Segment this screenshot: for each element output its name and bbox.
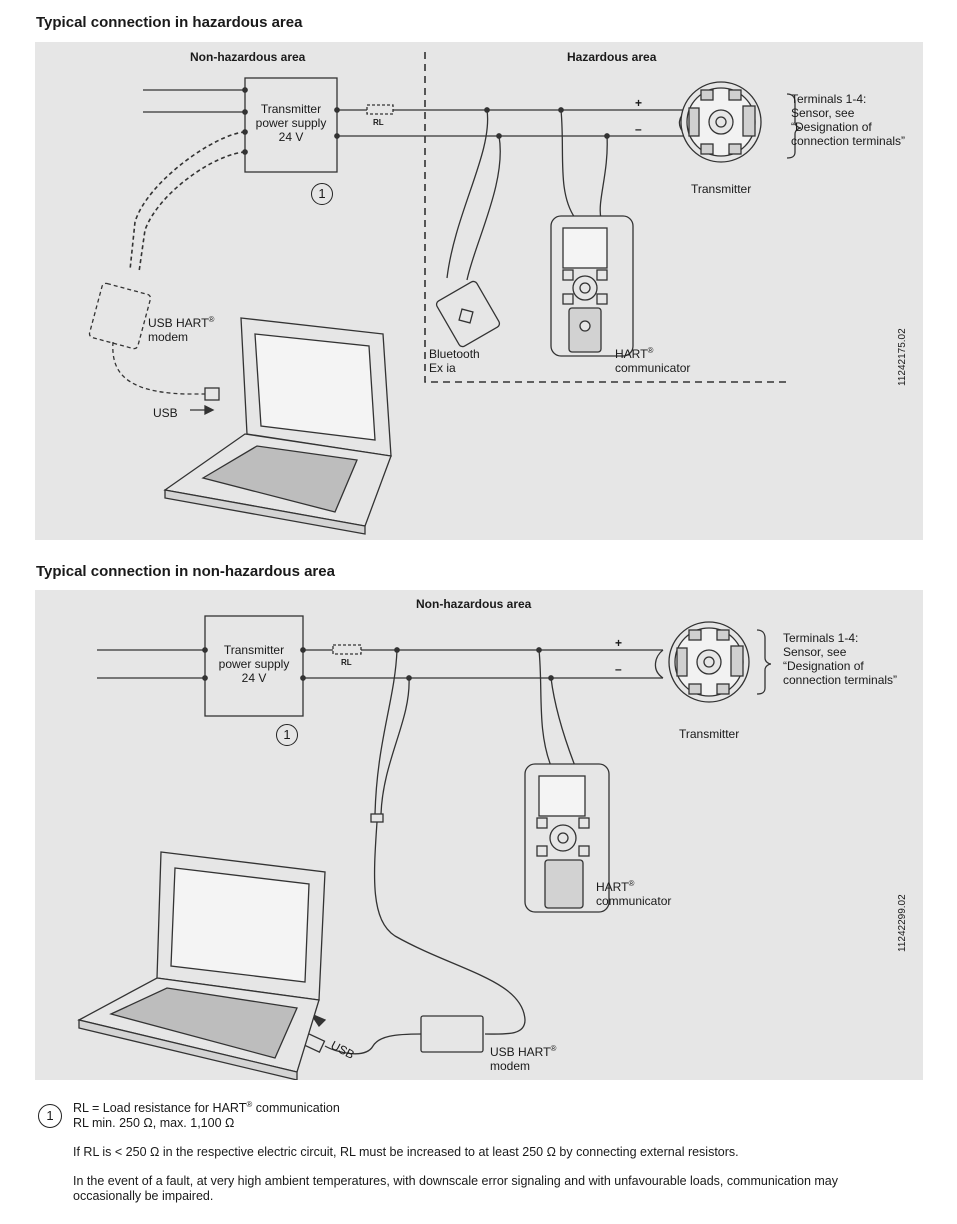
power-supply-box xyxy=(244,77,338,173)
communicator-label: HART® communicator xyxy=(596,879,672,909)
zone-label-non-hazardous: Non-hazardous area xyxy=(190,50,306,64)
plus-label: + xyxy=(615,636,623,650)
hazardous-boundary xyxy=(424,52,787,383)
laptop xyxy=(163,317,392,535)
transmitter-label: Transmitter xyxy=(691,182,752,196)
rl-label: RL xyxy=(373,118,384,127)
hart-communicator xyxy=(550,215,634,357)
rl-label: RL xyxy=(341,658,352,667)
nonhazardous-wiring xyxy=(77,615,772,1080)
hart-communicator xyxy=(524,763,610,913)
figure-id: 11242175.02 xyxy=(897,328,908,386)
load-resistor xyxy=(366,104,394,115)
plus-label: + xyxy=(635,96,643,110)
communicator-label: HART® communicator xyxy=(615,346,691,376)
marker-circle: 1 xyxy=(311,183,333,205)
power-supply-box xyxy=(204,615,304,717)
laptop xyxy=(77,851,326,1080)
usb-label: USB xyxy=(153,406,178,420)
terminals-note: Terminals 1-4: Sensor, see “Designation … xyxy=(791,92,906,148)
marker-circle: 1 xyxy=(276,724,298,746)
transmitter-label: Transmitter xyxy=(679,727,740,741)
figure-id: 11242299.02 xyxy=(897,894,908,952)
note-rl-definition: RL = Load resistance for HART® communica… xyxy=(73,1099,340,1115)
hazardous-heading: Typical connection in hazardous area xyxy=(36,14,303,31)
note-rl-range: RL min. 250 Ω, max. 1,100 Ω xyxy=(73,1116,235,1130)
hazardous-diagram: Non-hazardous area Hazardous area Transm… xyxy=(35,42,923,540)
power-supply-label: Transmitter power supply 24 V xyxy=(218,643,290,685)
zone-label-hazardous: Hazardous area xyxy=(567,50,657,64)
power-supply-label: Transmitter power supply 24 V xyxy=(255,102,327,144)
note-rl-increase: If RL is < 250 Ω in the respective elect… xyxy=(73,1145,739,1159)
modem-label: USB HART® modem xyxy=(148,315,215,345)
transmitter-head xyxy=(678,81,762,163)
note-marker: 1 xyxy=(38,1104,62,1128)
nonhazardous-heading: Typical connection in non-hazardous area xyxy=(36,563,335,580)
usb-modem xyxy=(420,1015,484,1053)
load-resistor xyxy=(332,644,362,655)
note-fault-1: In the event of a fault, at very high am… xyxy=(73,1174,838,1188)
bluetooth-label: Bluetooth Ex ia xyxy=(429,347,480,375)
modem-label: USB HART® modem xyxy=(490,1044,557,1074)
terminals-note: Terminals 1-4: Sensor, see “Designation … xyxy=(783,631,898,687)
bluetooth-module xyxy=(435,280,501,348)
nonhazardous-diagram: Non-hazardous area Transmitter power sup… xyxy=(35,590,923,1080)
minus-label: – xyxy=(635,122,642,136)
hazardous-wiring xyxy=(88,52,802,535)
note-fault-2: occasionally be impaired. xyxy=(73,1189,214,1203)
transmitter-head xyxy=(654,621,750,703)
usb-modem xyxy=(88,282,152,350)
zone-label: Non-hazardous area xyxy=(416,597,532,611)
minus-label: – xyxy=(615,662,622,676)
